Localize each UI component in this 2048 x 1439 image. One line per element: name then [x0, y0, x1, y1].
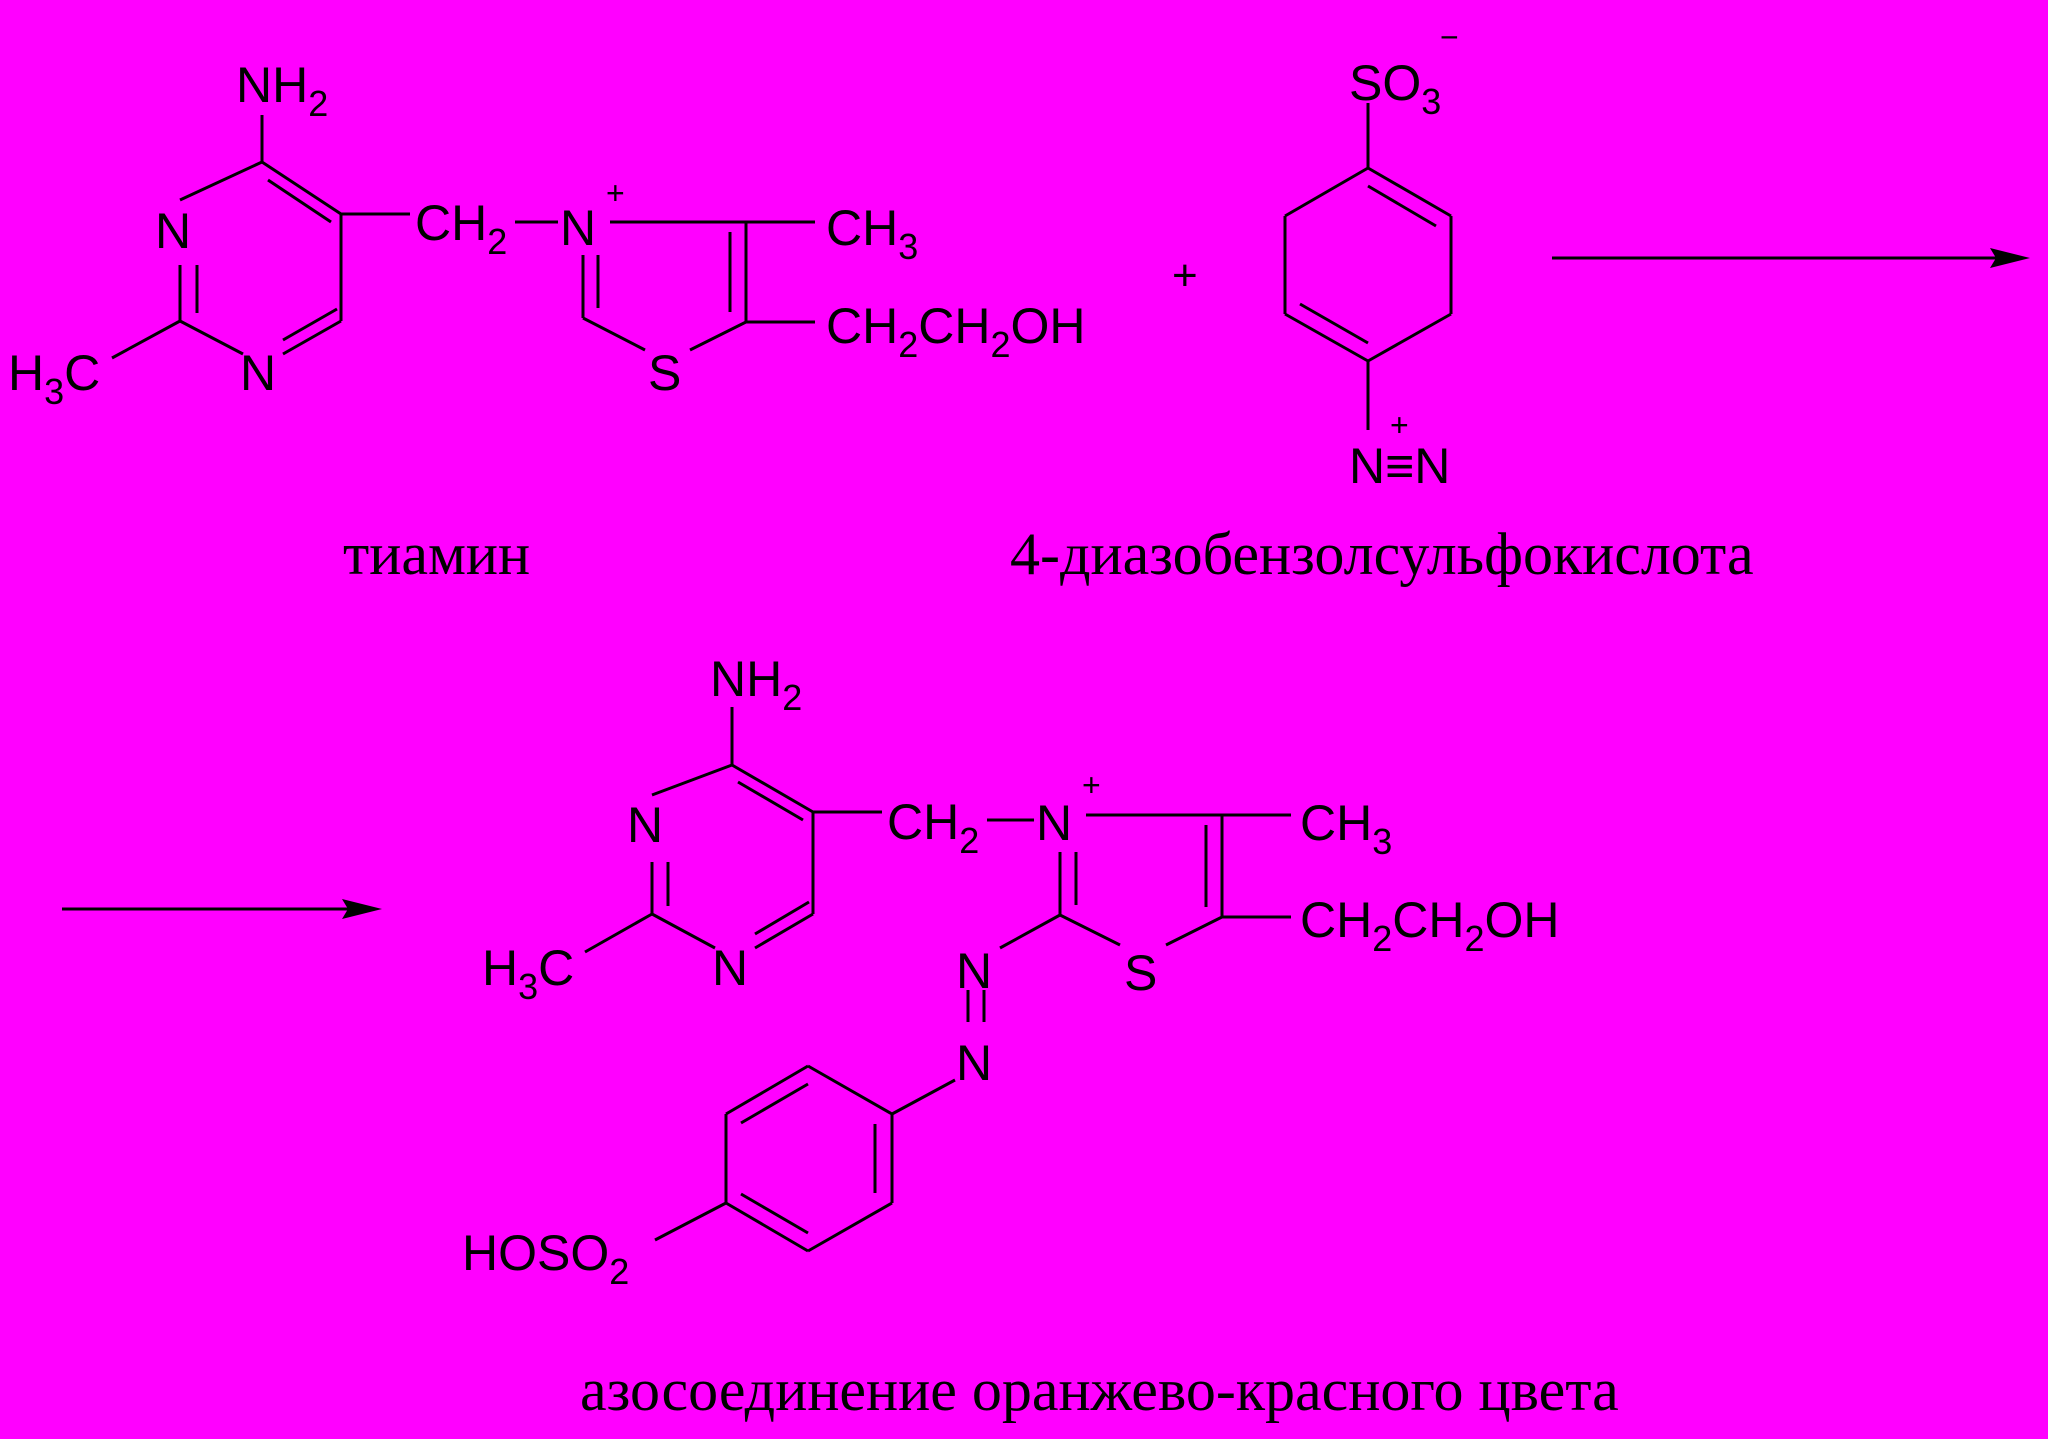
caption-azo-product: азосоединение оранжево-красного цвета: [580, 1357, 1619, 1423]
methylene-bridge-label: CH2: [415, 195, 507, 262]
pyrimidine-n1-label: N: [155, 203, 191, 259]
diazobenzenesulfonic-acid-structure: SO3 − + N≡N: [1283, 19, 1459, 494]
product-pyrimidine-n1-label: N: [627, 797, 663, 853]
thiazole-s-label: S: [648, 345, 681, 401]
caption-diazobenzenesulfonic-acid: 4-диазобензолсульфокислота: [1010, 521, 1754, 587]
product-thiazole-s-label: S: [1124, 945, 1157, 1001]
product-positive-charge-label: +: [1082, 767, 1101, 803]
amino-group-label: NH2: [236, 57, 328, 124]
product-methyl-h3c-label: H3C: [482, 940, 574, 1007]
methyl-ch3-label: CH3: [826, 200, 918, 267]
product-methyl-ch3-label: CH3: [1300, 795, 1392, 862]
caption-thiamine: тиамин: [343, 521, 530, 587]
plus-sign: +: [1172, 251, 1198, 300]
thiamine-structure: NH2 N N H3C CH2 N + S CH3 CH2CH2OH: [8, 57, 1086, 412]
diazonium-charge-label: +: [1390, 407, 1409, 443]
sulfonate-label: SO3: [1349, 55, 1441, 122]
pyrimidine-n3-label: N: [240, 345, 276, 401]
positive-charge-label: +: [606, 175, 625, 211]
thiazolium-n-label: N: [560, 200, 596, 256]
azo-n1-label: N: [956, 943, 992, 999]
product-pyrimidine-n3-label: N: [712, 940, 748, 996]
azo-n2-label: N: [956, 1035, 992, 1091]
product-methylene-bridge-label: CH2: [887, 794, 979, 861]
product-thiazolium-n-label: N: [1036, 795, 1072, 851]
product-amino-group-label: NH2: [710, 651, 802, 718]
sulfonic-acid-label: HOSO2: [462, 1225, 629, 1292]
reaction-arrow-top: [1552, 248, 2030, 268]
methyl-h3c-label: H3C: [8, 345, 100, 412]
reaction-arrow-bottom: [62, 899, 382, 919]
hydroxyethyl-label: CH2CH2OH: [826, 298, 1086, 365]
azo-product-structure: NH2 N N H3C CH2 N + S CH3 CH2CH2OH N N H…: [462, 651, 1560, 1292]
diazonium-group-label: N≡N: [1349, 438, 1450, 494]
negative-charge-label: −: [1440, 19, 1459, 55]
product-hydroxyethyl-label: CH2CH2OH: [1300, 892, 1560, 959]
